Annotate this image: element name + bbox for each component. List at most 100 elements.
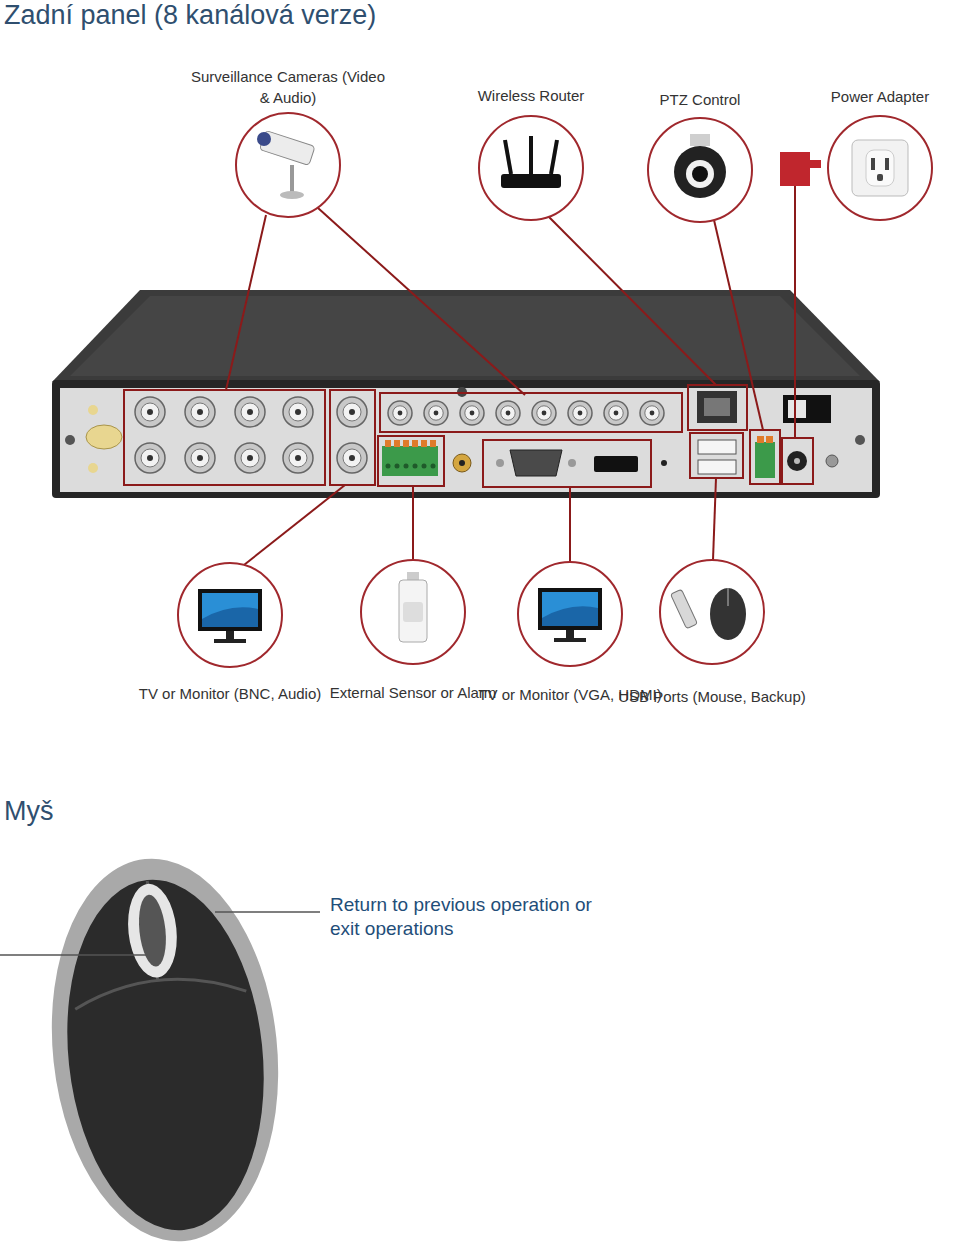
mic-hole: [459, 460, 465, 466]
leader-line: [318, 208, 525, 395]
terminal-screw: [386, 464, 391, 469]
device-label: USB Ports (Mouse, Backup): [612, 686, 812, 707]
wheel-frame: [124, 881, 182, 980]
callout-circle: [826, 114, 934, 222]
power-plug: [780, 152, 810, 186]
page-title: Zadní panel (8 kanálová verze): [4, 0, 376, 31]
bnc-ring: [537, 406, 551, 420]
bnc-ring: [289, 449, 307, 467]
terminal-screw: [422, 464, 427, 469]
device-label: Power Adapter: [780, 86, 960, 107]
bnc-pin: [197, 455, 203, 461]
leader-line: [412, 486, 414, 560]
bnc-connector: [388, 401, 412, 425]
port-highlight: [330, 390, 375, 485]
sensor-lens: [403, 602, 423, 622]
vga-screw: [568, 459, 576, 467]
vga-screw: [496, 459, 504, 467]
bnc-pin: [650, 411, 655, 416]
monitor-neck: [566, 630, 574, 638]
terminal-pin: [421, 440, 427, 447]
bnc-connector: [283, 397, 313, 427]
bnc-ring: [241, 449, 259, 467]
bnc-connector: [496, 401, 520, 425]
dvr-top: [52, 290, 880, 382]
bnc-ring: [343, 403, 361, 421]
leader-line: [794, 186, 796, 438]
monitor-wave: [542, 606, 598, 626]
device-label: PTZ Control: [600, 89, 800, 110]
device-callout: Power Adapter: [780, 86, 960, 222]
leader-line: [226, 215, 266, 390]
port-highlight: [378, 436, 444, 486]
device-icon: [852, 140, 908, 196]
mouse-icon: [710, 588, 746, 640]
lan-port: [697, 391, 737, 423]
monitor-neck: [226, 631, 234, 639]
lan-socket: [704, 398, 730, 416]
bnc-connector: [460, 401, 484, 425]
device-label: Wireless Router: [431, 85, 631, 106]
mouse-callout: Return to previous operation or exit ope…: [330, 893, 615, 941]
bnc-ring: [241, 403, 259, 421]
device-icon: [257, 130, 315, 199]
bnc-pin: [349, 455, 355, 461]
callout-circle: [646, 116, 754, 224]
bnc-ring: [645, 406, 659, 420]
circle-outline: [828, 116, 932, 220]
terminal-screw: [431, 464, 436, 469]
device-icon: [501, 136, 561, 188]
bnc-connector: [604, 401, 628, 425]
router-antenna: [551, 140, 557, 174]
port-highlight: [690, 433, 743, 478]
bnc-connector: [135, 397, 165, 427]
screw-hole: [855, 435, 865, 445]
port-highlight: [688, 385, 747, 430]
bnc-connector: [283, 443, 313, 473]
dvr-panel: [60, 388, 872, 492]
bnc-ring: [609, 406, 623, 420]
ptz-terminal: [755, 442, 775, 478]
outlet-slot: [885, 158, 889, 170]
leader-line: [714, 220, 763, 430]
bnc-ring: [465, 406, 479, 420]
device-icon: [674, 134, 726, 198]
bnc-pin: [542, 411, 547, 416]
alarm-terminal: [382, 446, 438, 476]
device-icon: [198, 589, 262, 643]
bnc-pin: [470, 411, 475, 416]
bnc-connector: [424, 401, 448, 425]
scroll-wheel: [136, 893, 169, 967]
bnc-connector: [640, 401, 664, 425]
camera-base: [280, 191, 304, 199]
reset-button: [661, 460, 667, 466]
plug-prong: [809, 160, 821, 168]
callout-circle: [516, 560, 624, 668]
leader-line: [548, 216, 716, 385]
callout-circle: [176, 561, 284, 669]
device-callout: External Sensor or Alarm: [313, 560, 513, 703]
bnc-pin: [247, 455, 253, 461]
terminal-pin: [757, 436, 764, 443]
circle-outline: [660, 560, 764, 664]
dc-jack: [787, 451, 807, 471]
monitor-wave: [202, 607, 258, 627]
device-label: Surveillance Cameras (Video & Audio): [188, 66, 388, 108]
bnc-connector: [532, 401, 556, 425]
bnc-ring: [141, 449, 159, 467]
dvr-recorder: [52, 290, 880, 498]
port-highlight: [782, 438, 813, 484]
bnc-pin: [295, 455, 301, 461]
hdmi-port: [594, 456, 638, 472]
callout-circle: [359, 558, 467, 666]
terminal-pin: [403, 440, 409, 447]
sticker-dot: [88, 463, 98, 473]
bnc-ring: [191, 403, 209, 421]
bnc-ring: [191, 449, 209, 467]
camera-lens: [257, 132, 271, 146]
outlet-ground: [877, 174, 883, 181]
dc-pin: [794, 458, 800, 464]
callout-circle: [658, 558, 766, 666]
outlet-plate: [852, 140, 908, 196]
circle-outline: [648, 118, 752, 222]
